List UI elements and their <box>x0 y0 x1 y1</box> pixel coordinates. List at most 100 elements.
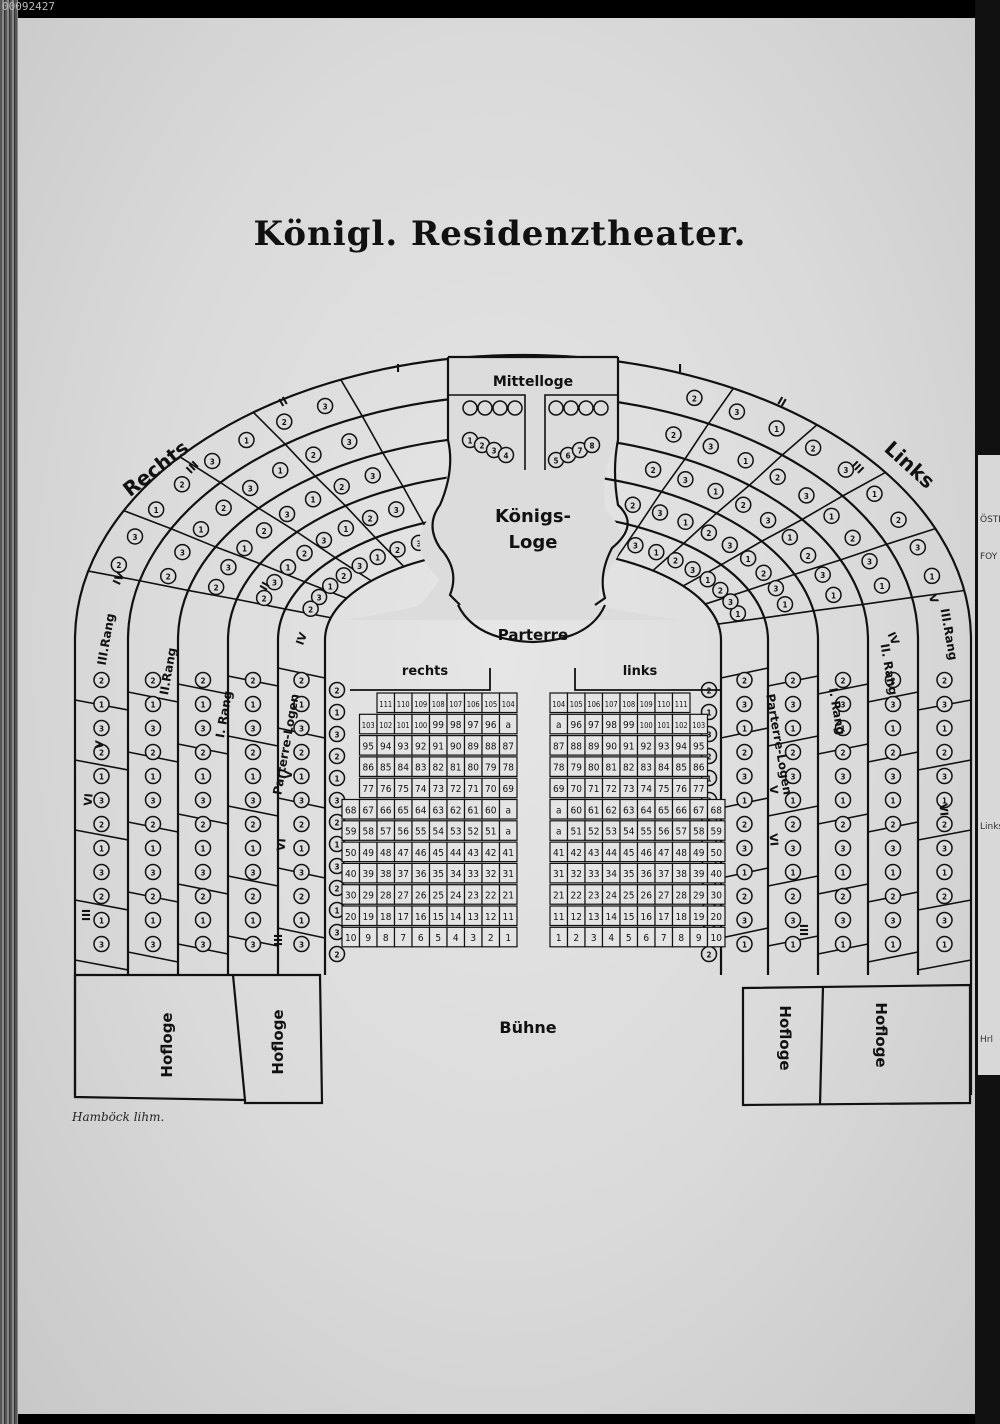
box-seat[interactable] <box>203 452 221 470</box>
box-seat[interactable] <box>884 791 902 809</box>
box-seat[interactable] <box>93 911 110 929</box>
box-seat[interactable] <box>651 504 669 521</box>
box-seat[interactable] <box>328 747 346 765</box>
box-seat[interactable] <box>873 577 891 594</box>
box-seat[interactable] <box>936 671 953 689</box>
box-seat[interactable] <box>315 531 333 549</box>
box-seat[interactable] <box>173 475 191 493</box>
parterre-seat[interactable] <box>498 756 518 778</box>
box-seat[interactable] <box>337 520 355 537</box>
box-seat[interactable] <box>174 543 191 561</box>
parterre-seat[interactable] <box>706 820 726 841</box>
box-seat[interactable] <box>126 528 144 545</box>
box-seat[interactable] <box>736 743 753 761</box>
box-seat[interactable] <box>644 461 662 478</box>
box-seat[interactable] <box>837 461 855 478</box>
box-seat[interactable] <box>144 743 162 761</box>
box-seat[interactable] <box>936 839 953 857</box>
box-seat[interactable] <box>721 536 739 554</box>
box-seat[interactable] <box>194 815 212 833</box>
box-seat[interactable] <box>728 403 746 420</box>
parterre-seat[interactable] <box>498 692 518 714</box>
box-seat[interactable] <box>255 589 273 607</box>
box-seat[interactable] <box>244 791 262 809</box>
box-seat[interactable] <box>781 528 799 546</box>
box-seat[interactable] <box>834 935 852 953</box>
parterre-seat[interactable] <box>498 884 518 905</box>
box-seat[interactable] <box>798 487 815 504</box>
box-seat[interactable] <box>293 767 310 785</box>
box-seat[interactable] <box>293 911 310 929</box>
box-seat[interactable] <box>255 522 273 539</box>
box-seat[interactable] <box>369 548 386 566</box>
box-seat[interactable] <box>93 839 110 857</box>
box-seat[interactable] <box>834 671 852 689</box>
box-seat[interactable] <box>93 719 110 737</box>
box-seat[interactable] <box>335 567 353 584</box>
parterre-seat[interactable] <box>498 820 518 841</box>
box-seat[interactable] <box>244 719 262 737</box>
box-seat[interactable] <box>784 839 802 857</box>
box-seat[interactable] <box>93 887 110 905</box>
box-seat[interactable] <box>293 815 310 833</box>
box-seat[interactable] <box>293 935 310 953</box>
box-seat[interactable] <box>93 695 110 713</box>
box-seat[interactable] <box>755 564 772 582</box>
parterre-seat[interactable] <box>689 713 709 735</box>
box-seat[interactable] <box>729 605 747 622</box>
box-seat[interactable] <box>194 863 212 881</box>
box-seat[interactable] <box>194 671 212 689</box>
box-seat[interactable] <box>684 561 701 578</box>
box-seat[interactable] <box>736 839 753 857</box>
parterre-seat[interactable] <box>498 905 518 927</box>
box-seat[interactable] <box>144 815 162 833</box>
box-seat[interactable] <box>736 767 753 785</box>
box-seat[interactable] <box>866 485 883 502</box>
box-seat[interactable] <box>784 887 802 905</box>
box-seat[interactable] <box>351 557 368 574</box>
box-seat[interactable] <box>296 544 313 562</box>
box-seat[interactable] <box>93 815 110 833</box>
box-seat[interactable] <box>192 520 210 538</box>
box-seat[interactable] <box>244 695 262 713</box>
box-seat[interactable] <box>834 791 852 809</box>
box-seat[interactable] <box>923 567 941 585</box>
box-seat[interactable] <box>936 935 953 953</box>
box-seat[interactable] <box>784 695 802 713</box>
box-seat[interactable] <box>814 566 831 583</box>
box-seat[interactable] <box>736 719 753 737</box>
parterre-seat[interactable] <box>671 692 691 714</box>
box-seat[interactable] <box>884 911 902 929</box>
box-seat[interactable] <box>93 743 110 761</box>
box-seat[interactable] <box>304 490 322 508</box>
box-seat[interactable] <box>936 719 953 737</box>
box-seat[interactable] <box>364 467 382 484</box>
box-seat[interactable] <box>736 935 753 953</box>
box-seat[interactable] <box>194 839 212 857</box>
box-seat[interactable] <box>302 600 319 618</box>
box-seat[interactable] <box>909 538 927 556</box>
box-seat[interactable] <box>736 863 753 881</box>
box-seat[interactable] <box>784 671 802 689</box>
box-seat[interactable] <box>328 769 346 787</box>
box-seat[interactable] <box>144 791 162 809</box>
box-seat[interactable] <box>784 767 802 785</box>
box-seat[interactable] <box>144 911 162 929</box>
box-seat[interactable] <box>244 767 262 785</box>
box-seat[interactable] <box>389 541 406 558</box>
box-seat[interactable] <box>936 743 953 761</box>
box-seat[interactable] <box>667 551 684 569</box>
box-seat[interactable] <box>844 529 861 547</box>
box-seat[interactable] <box>293 695 310 713</box>
box-seat[interactable] <box>244 887 262 905</box>
box-seat[interactable] <box>736 791 753 809</box>
box-seat[interactable] <box>677 513 694 531</box>
box-seat[interactable] <box>194 791 212 809</box>
box-seat[interactable] <box>700 524 718 541</box>
box-seat[interactable] <box>266 573 283 591</box>
box-seat[interactable] <box>776 595 794 613</box>
parterre-seat[interactable] <box>706 862 726 884</box>
box-seat[interactable] <box>784 863 802 881</box>
box-seat[interactable] <box>736 671 753 689</box>
box-seat[interactable] <box>244 839 262 857</box>
